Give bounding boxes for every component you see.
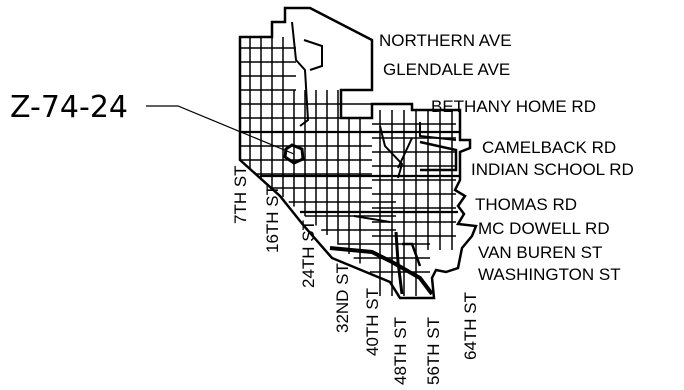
street-label-48th-st: 48TH ST — [391, 317, 410, 385]
street-label-bethany-home-rd: BETHANY HOME RD — [431, 97, 596, 116]
street-label-northern-ave: NORTHERN AVE — [379, 31, 512, 50]
street-label-camelback-rd: CAMELBACK RD — [482, 138, 616, 157]
street-label-glendale-ave: GLENDALE AVE — [383, 60, 510, 79]
canal-outline — [303, 39, 323, 71]
street-label-indian-school-rd: INDIAN SCHOOL RD — [471, 160, 634, 179]
street-label-32nd-st: 32ND ST — [333, 263, 352, 333]
street-label-thomas-rd: THOMAS RD — [475, 195, 577, 214]
street-label-16th-st: 16TH ST — [263, 185, 282, 253]
street-label-40th-st: 40TH ST — [363, 288, 382, 356]
freeway-outline — [419, 140, 458, 172]
street-label-washington-st: WASHINGTON ST — [478, 265, 621, 284]
street-label-van-buren-st: VAN BUREN ST — [478, 243, 602, 262]
street-label-56th-st: 56TH ST — [424, 317, 443, 385]
street-label-7th-st: 7TH ST — [231, 165, 250, 224]
subject-site-marker — [283, 143, 305, 165]
case-leader-line — [146, 105, 295, 155]
freeway-outline — [394, 231, 404, 295]
canal-outline — [397, 137, 413, 169]
street-label-mc-dowell-rd: MC DOWELL RD — [478, 219, 610, 238]
canal-outline — [379, 125, 404, 179]
village-boundary-outline — [238, 6, 478, 300]
street-label-64th-st: 64TH ST — [461, 292, 480, 360]
street-label-24th-st: 24TH ST — [299, 220, 318, 288]
case-number-label: Z-74-24 — [10, 90, 128, 125]
street-grid — [240, 37, 460, 296]
